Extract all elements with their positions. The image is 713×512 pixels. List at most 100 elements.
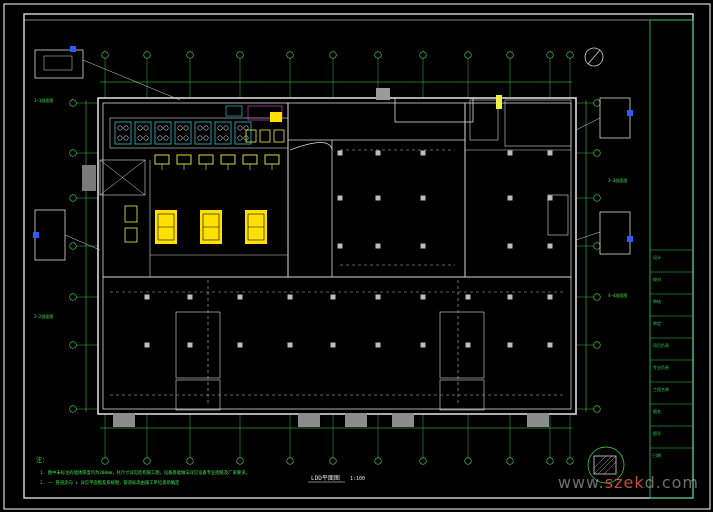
axis-bubble bbox=[546, 457, 554, 465]
chiller-unit bbox=[134, 121, 152, 145]
column bbox=[420, 243, 426, 249]
axis-bubble bbox=[419, 51, 427, 59]
axis-bubble bbox=[374, 457, 382, 465]
chiller-port bbox=[137, 125, 143, 131]
axis-bubble bbox=[593, 341, 601, 349]
axis-bubble bbox=[506, 51, 514, 59]
chiller-port bbox=[157, 125, 163, 131]
column bbox=[420, 150, 426, 156]
note-1: 1. 图中未标注的墙体厚度均为200mm，柱尺寸详见结构施工图，设备基础做法详见… bbox=[40, 469, 250, 476]
axis-bubble bbox=[593, 293, 601, 301]
equipment-room bbox=[99, 105, 289, 244]
column bbox=[337, 195, 343, 201]
axis-bubble bbox=[464, 51, 472, 59]
title-block-cell: 日期 bbox=[653, 452, 661, 458]
axis-bubble bbox=[566, 457, 574, 465]
chiller-port bbox=[143, 125, 149, 131]
column bbox=[507, 342, 513, 348]
chiller-port bbox=[183, 135, 189, 141]
chiller-port bbox=[223, 125, 229, 131]
column bbox=[420, 342, 426, 348]
chiller-port bbox=[117, 135, 123, 141]
valve-box bbox=[270, 112, 282, 122]
axis-bubble bbox=[329, 51, 337, 59]
auxiliary-unit bbox=[124, 205, 138, 223]
axis-bubble bbox=[236, 51, 244, 59]
chiller-unit bbox=[114, 121, 132, 145]
chiller-port bbox=[123, 125, 129, 131]
chiller-port bbox=[203, 125, 209, 131]
wall-block bbox=[392, 413, 414, 427]
plan-title: LDD平面图 bbox=[311, 475, 340, 482]
column bbox=[187, 342, 193, 348]
tank-unit bbox=[259, 129, 271, 143]
chiller-port bbox=[123, 135, 129, 141]
axis-bubble bbox=[69, 405, 77, 413]
axis-grid bbox=[69, 51, 601, 465]
axis-bubble bbox=[69, 293, 77, 301]
note-2: 2. —— 管道走向 ⊥ 详见平面图及系统图，管道标高由施工单位现场确定 bbox=[40, 479, 180, 486]
title-block-cell: 校对 bbox=[653, 276, 661, 282]
chiller-unit bbox=[174, 121, 192, 145]
column bbox=[507, 195, 513, 201]
auxiliary-unit bbox=[124, 227, 138, 243]
column bbox=[507, 243, 513, 249]
column bbox=[547, 342, 553, 348]
chiller-port bbox=[163, 135, 169, 141]
column bbox=[237, 342, 243, 348]
column bbox=[547, 150, 553, 156]
detail-callouts bbox=[33, 46, 633, 261]
hatch-legend-icon bbox=[587, 446, 625, 484]
axis-bubble bbox=[69, 242, 77, 250]
column bbox=[330, 342, 336, 348]
column bbox=[330, 294, 336, 300]
wall-block bbox=[527, 413, 549, 427]
tank-unit bbox=[273, 129, 285, 143]
chiller-port bbox=[157, 135, 163, 141]
title-block-cell: 工程名称 bbox=[653, 386, 669, 392]
column bbox=[465, 294, 471, 300]
axis-bubble bbox=[593, 405, 601, 413]
chiller-unit bbox=[214, 121, 232, 145]
title-block-cell: 设计 bbox=[653, 254, 661, 260]
column bbox=[375, 342, 381, 348]
chiller-port bbox=[143, 135, 149, 141]
chiller-port bbox=[177, 135, 183, 141]
chiller-port bbox=[197, 135, 203, 141]
north-arrow-icon bbox=[584, 47, 604, 67]
column bbox=[375, 294, 381, 300]
main-units bbox=[124, 205, 267, 244]
detail-label-right-mid: 4—4剖面图 bbox=[608, 292, 627, 298]
axis-bubble bbox=[186, 457, 194, 465]
column bbox=[465, 342, 471, 348]
axis-bubble bbox=[419, 457, 427, 465]
axis-bubble bbox=[506, 457, 514, 465]
column bbox=[420, 294, 426, 300]
column bbox=[547, 294, 553, 300]
axis-bubble bbox=[286, 51, 294, 59]
axis-bubble bbox=[143, 457, 151, 465]
axis-bubble bbox=[566, 51, 574, 59]
building-outline bbox=[97, 97, 577, 415]
axis-bubble bbox=[143, 51, 151, 59]
title-block-cell: 审核 bbox=[653, 298, 661, 304]
axis-bubble bbox=[69, 149, 77, 157]
control-panel bbox=[225, 105, 243, 117]
column bbox=[237, 294, 243, 300]
structural-columns bbox=[144, 150, 553, 348]
chiller-port bbox=[217, 125, 223, 131]
notes-label: 注： bbox=[36, 456, 48, 464]
axis-bubble bbox=[464, 457, 472, 465]
axis-bubble bbox=[546, 51, 554, 59]
axis-bubble bbox=[593, 149, 601, 157]
column bbox=[420, 195, 426, 201]
chiller-unit bbox=[234, 121, 252, 145]
column bbox=[547, 243, 553, 249]
chiller-port bbox=[163, 125, 169, 131]
chiller-port bbox=[137, 135, 143, 141]
column bbox=[375, 150, 381, 156]
detail-label-right-top: 3—3剖面图 bbox=[608, 177, 627, 183]
axis-bubble bbox=[329, 457, 337, 465]
chiller-port bbox=[237, 135, 243, 141]
